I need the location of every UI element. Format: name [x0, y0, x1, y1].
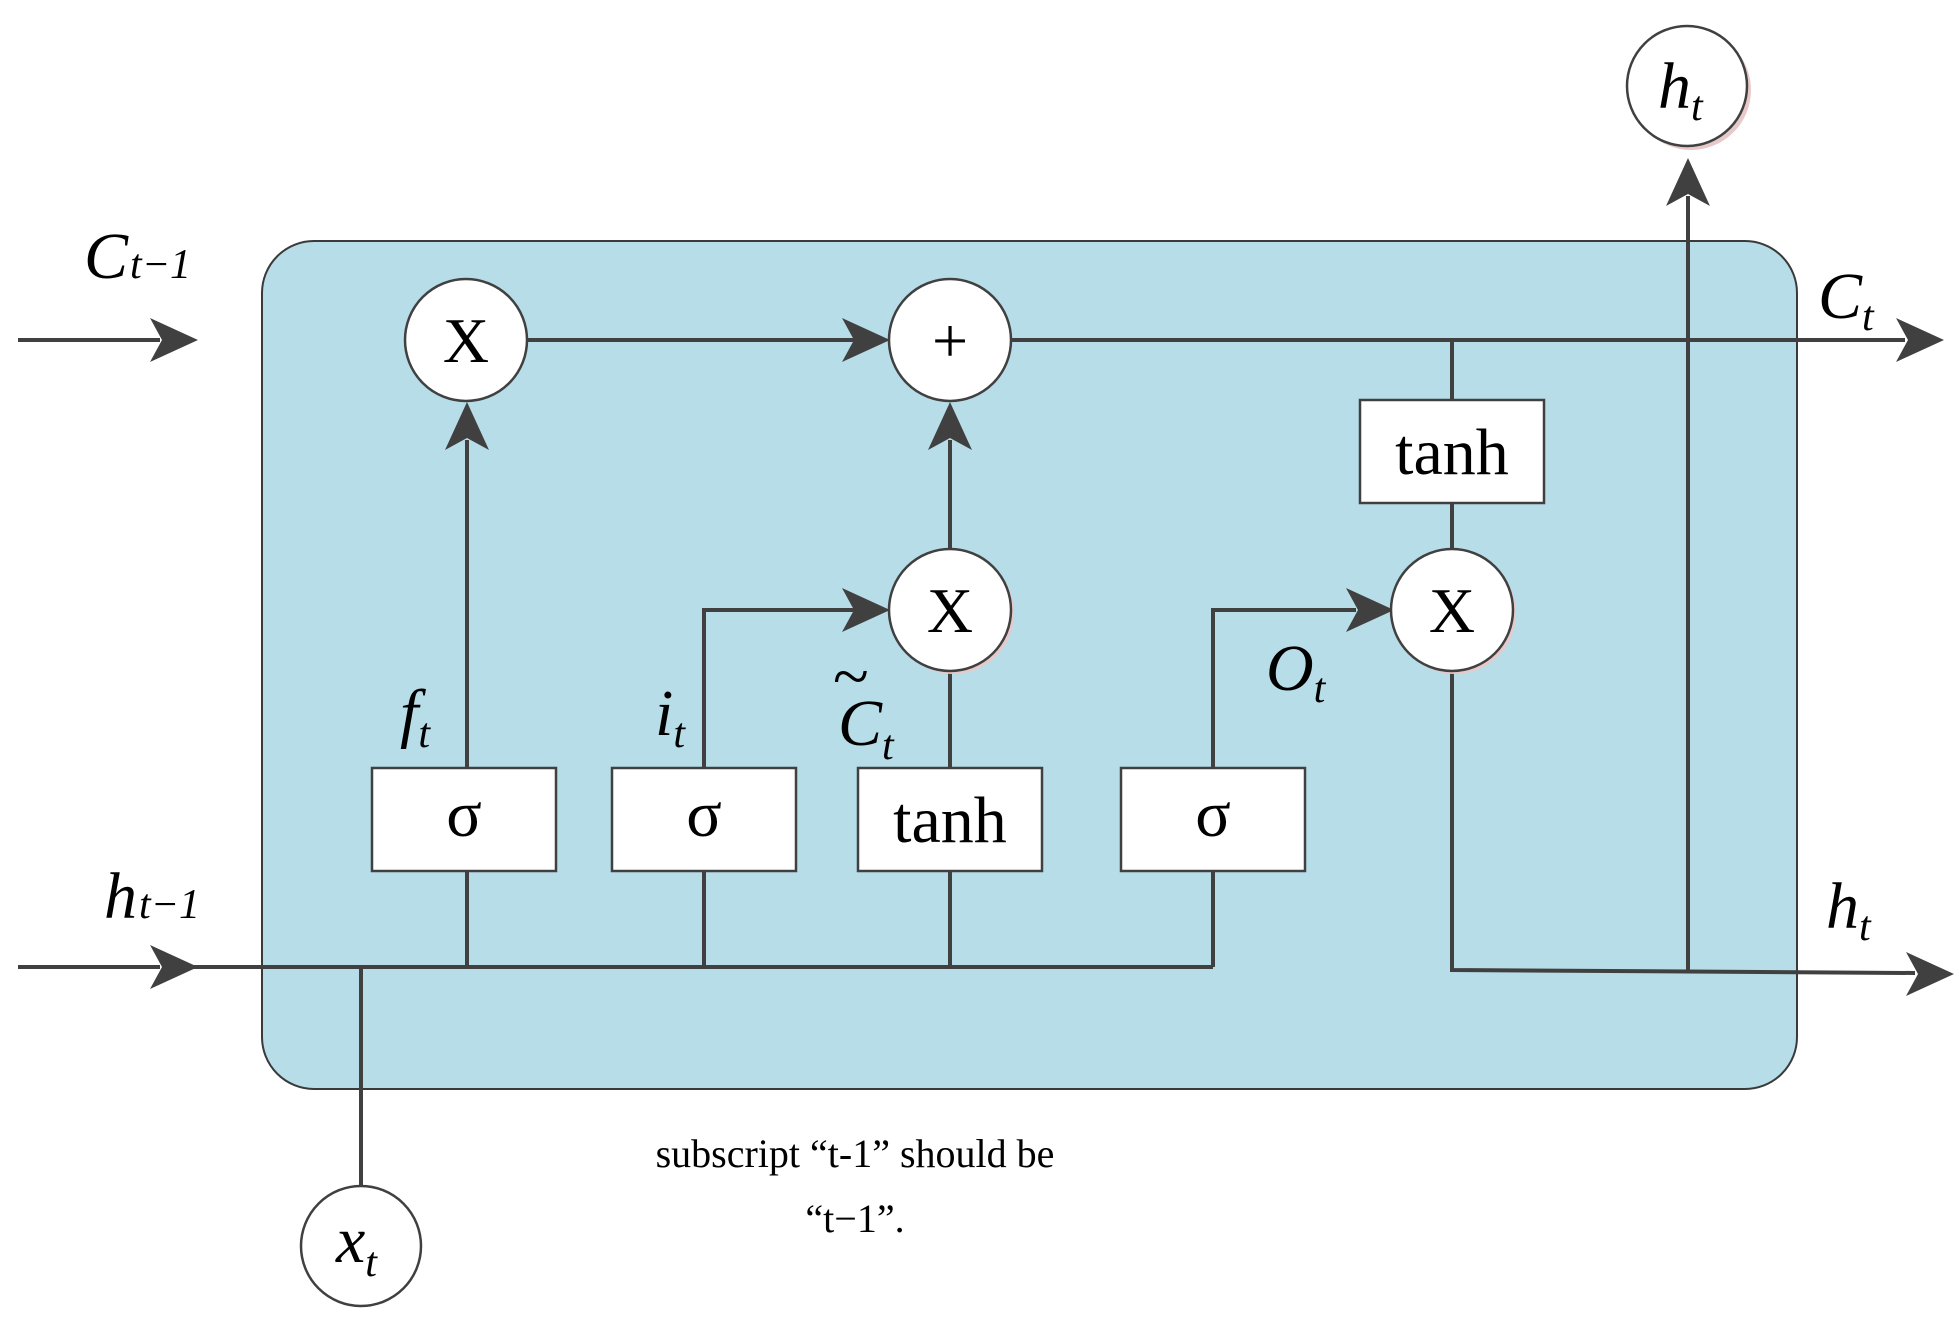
- cell-tanh-fn: tanh: [1395, 416, 1509, 489]
- input-gate-label: it: [655, 677, 686, 757]
- arrow-h-prev: [150, 945, 198, 989]
- output-multiply-symbol: X: [1429, 575, 1475, 646]
- add-symbol: +: [932, 305, 968, 376]
- output-mult-down-wire: [1450, 670, 1916, 975]
- output-gate-fn: σ: [1195, 778, 1231, 851]
- arrow-h-next: [1906, 952, 1954, 996]
- output-multiply-node: X: [1389, 547, 1516, 674]
- arrow-to-add: [842, 318, 890, 362]
- arrow-output-mult: [1346, 588, 1394, 632]
- output-gate-box: σ: [1119, 766, 1307, 873]
- x-input-label: xt: [335, 1204, 378, 1286]
- arrow-input-mult: [842, 588, 890, 632]
- h-output-node: ht: [1625, 24, 1751, 150]
- input-gate-fn: σ: [686, 778, 722, 851]
- candidate-gate-box: tanh: [856, 766, 1044, 873]
- input-to-mult-wire: [702, 608, 860, 768]
- forget-gate-fn: σ: [446, 778, 482, 851]
- note-line-2: “t−1”.: [805, 1196, 904, 1241]
- input-multiply-node: X: [887, 547, 1014, 674]
- output-to-mult-wire: [1211, 608, 1356, 768]
- note-line-1: subscript “t-1” should be: [656, 1131, 1055, 1176]
- input-gate-box: σ: [610, 766, 798, 873]
- input-multiply-symbol: X: [927, 575, 973, 646]
- candidate-gate-accent: ~: [832, 640, 868, 713]
- forget-multiply-symbol: X: [443, 305, 489, 376]
- forget-multiply-node: X: [403, 277, 529, 403]
- arrow-c-prev: [150, 318, 198, 362]
- arrow-forget-up: [445, 402, 489, 450]
- cell-tanh-box: tanh: [1358, 398, 1546, 505]
- c-next-label: Ct: [1818, 260, 1875, 340]
- h-next-label: ht: [1826, 870, 1872, 950]
- add-node: +: [887, 277, 1013, 403]
- candidate-gate-label: Ct: [838, 687, 895, 769]
- c-prev-label: Ct−1: [84, 220, 191, 293]
- candidate-gate-fn: tanh: [893, 784, 1007, 857]
- h-prev-label: ht−1: [104, 860, 200, 933]
- forget-gate-box: σ: [370, 766, 558, 873]
- arrow-mult-to-add: [928, 402, 972, 450]
- output-gate-label: Ot: [1266, 632, 1327, 712]
- h-output-label: ht: [1658, 50, 1704, 130]
- arrow-c-next: [1896, 318, 1944, 362]
- x-input-node: xt: [299, 1184, 423, 1308]
- arrow-h-up: [1666, 158, 1710, 206]
